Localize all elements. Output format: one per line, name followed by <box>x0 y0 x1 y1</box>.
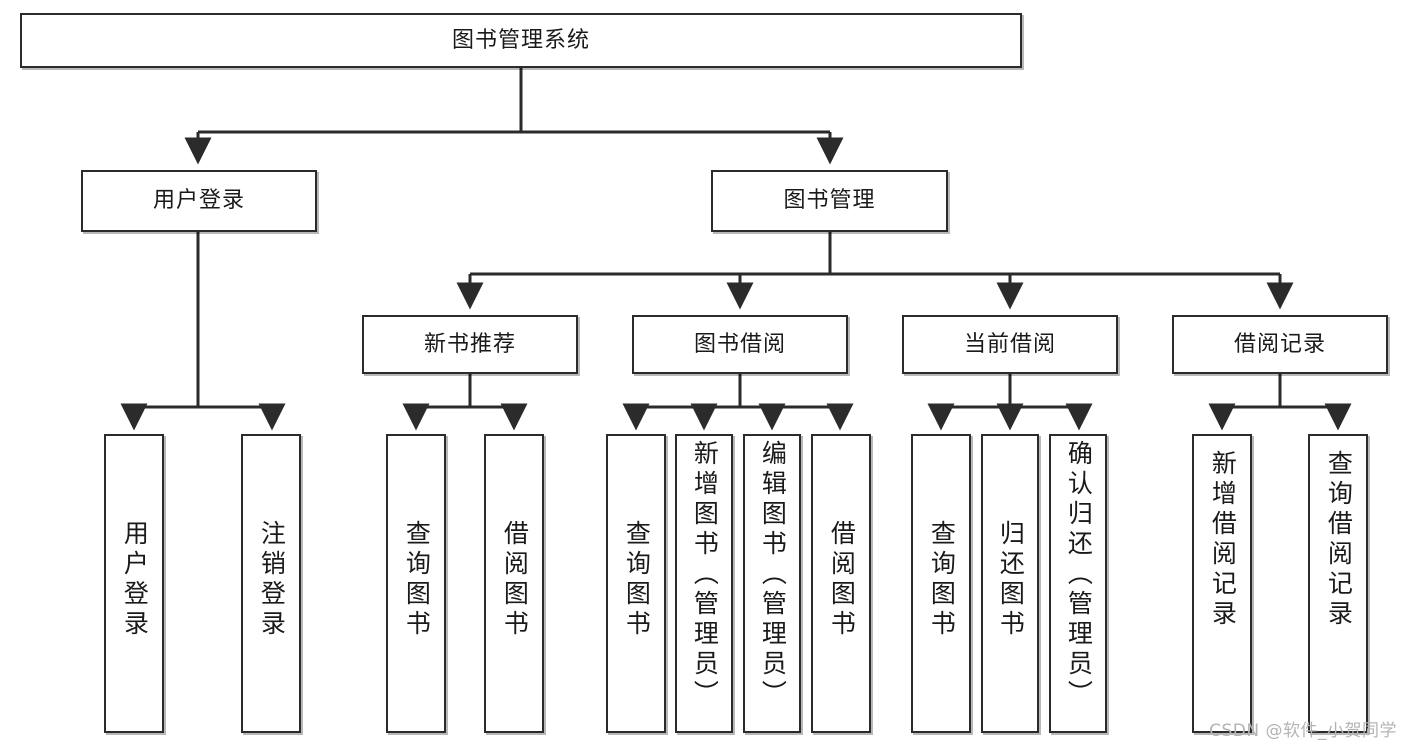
leaf-current-query-book[interactable]: 查询图书 <box>911 434 971 733</box>
leaf-current-confirm-return-admin[interactable]: 确认归还（管理员） <box>1049 434 1107 733</box>
node-book-management[interactable]: 图书管理 <box>711 170 948 232</box>
leaf-borrow-add-book-admin[interactable]: 新增图书（管理员） <box>675 434 733 733</box>
node-label: 查询借阅记录 <box>1324 450 1354 630</box>
node-label: 用户登录 <box>152 188 245 214</box>
node-label: 图书管理 <box>783 188 876 214</box>
leaf-recommend-borrow-book[interactable]: 借阅图书 <box>484 434 544 733</box>
leaf-current-return-book[interactable]: 归还图书 <box>981 434 1039 733</box>
node-label: 查询图书 <box>927 520 957 640</box>
node-label: 新书推荐 <box>423 331 516 357</box>
leaf-user-login-logout[interactable]: 注销登录 <box>241 434 301 733</box>
leaf-borrow-edit-book-admin[interactable]: 编辑图书（管理员） <box>743 434 801 733</box>
node-label: 用户登录 <box>120 520 150 640</box>
leaf-borrow-query-book[interactable]: 查询图书 <box>606 434 666 733</box>
node-label: 确认归还（管理员） <box>1064 440 1094 710</box>
node-label: 当前借阅 <box>963 331 1056 357</box>
node-label: 借阅图书 <box>500 520 530 640</box>
node-label: 图书借阅 <box>693 331 786 357</box>
node-user-login[interactable]: 用户登录 <box>81 170 317 232</box>
leaf-borrow-borrow-book[interactable]: 借阅图书 <box>811 434 871 733</box>
leaf-user-login-login[interactable]: 用户登录 <box>104 434 164 733</box>
node-label: 图书管理系统 <box>451 27 590 53</box>
node-label: 归还图书 <box>996 520 1026 640</box>
leaf-record-add-record[interactable]: 新增借阅记录 <box>1192 434 1252 733</box>
node-label: 查询图书 <box>622 520 652 640</box>
node-book-borrow[interactable]: 图书借阅 <box>632 315 848 374</box>
node-current-borrow[interactable]: 当前借阅 <box>902 315 1118 374</box>
node-label: 借阅图书 <box>827 520 857 640</box>
node-borrow-record[interactable]: 借阅记录 <box>1172 315 1388 374</box>
watermark-text: CSDN @软件_小贺同学 <box>1209 721 1397 741</box>
leaf-recommend-query-book[interactable]: 查询图书 <box>386 434 446 733</box>
node-label: 查询图书 <box>402 520 432 640</box>
node-label: 新增借阅记录 <box>1208 450 1238 630</box>
node-label: 借阅记录 <box>1233 331 1326 357</box>
node-root-system[interactable]: 图书管理系统 <box>20 13 1022 68</box>
node-new-book-recommend[interactable]: 新书推荐 <box>362 315 578 374</box>
node-label: 编辑图书（管理员） <box>758 440 788 710</box>
node-label: 注销登录 <box>257 520 287 640</box>
leaf-record-query-record[interactable]: 查询借阅记录 <box>1308 434 1368 733</box>
node-label: 新增图书（管理员） <box>690 440 720 710</box>
